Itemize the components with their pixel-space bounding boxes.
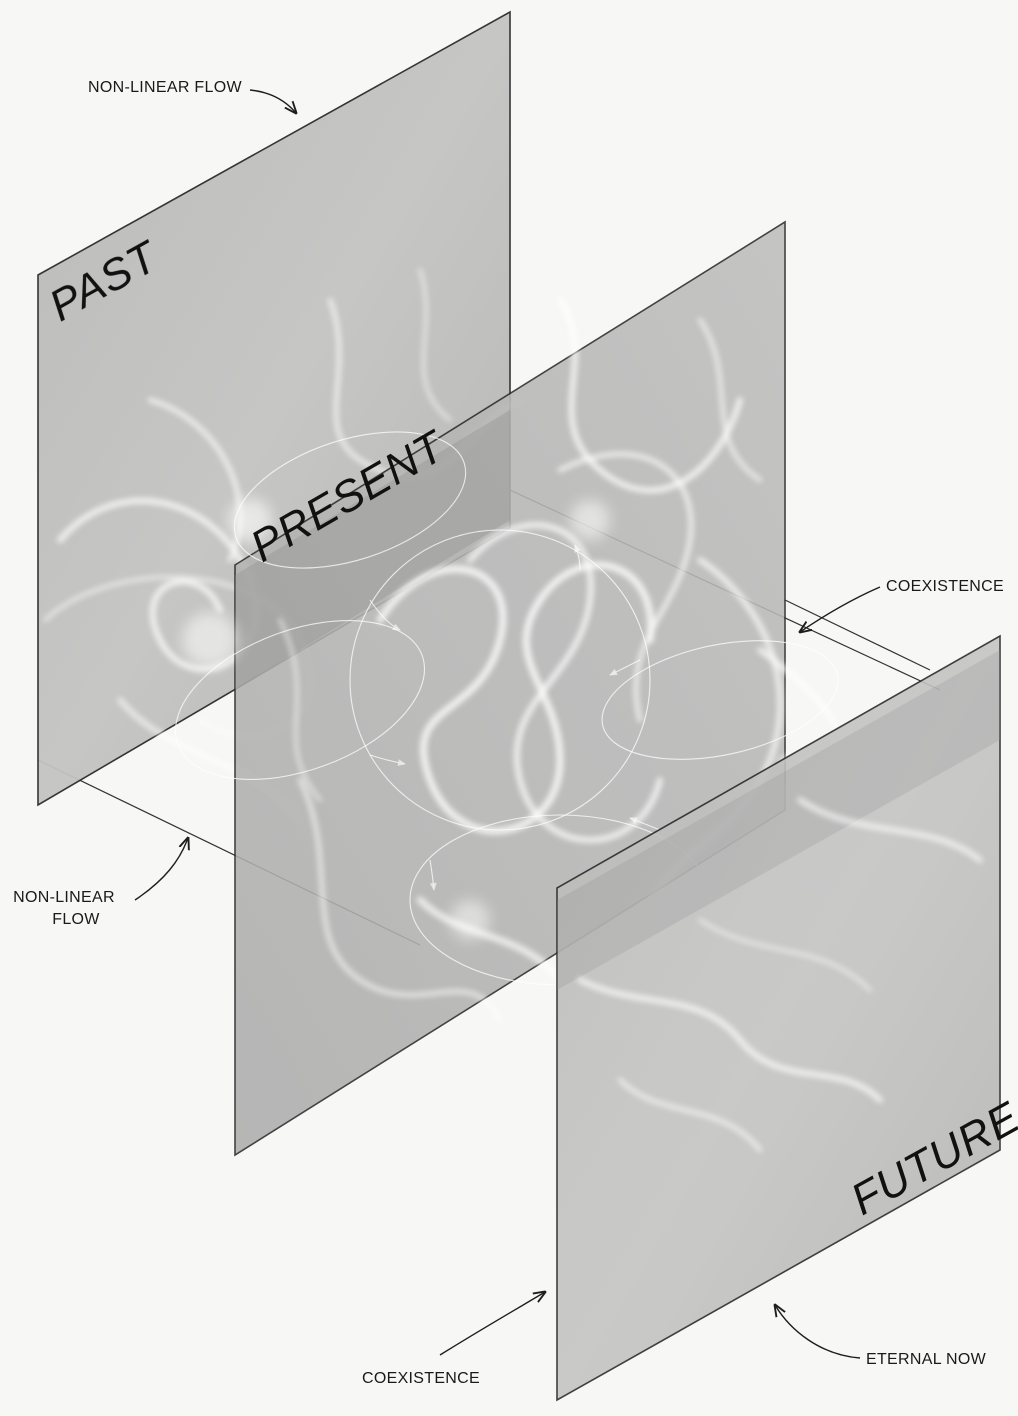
label-non-linear-flow-left-2: FLOW	[52, 911, 100, 928]
arrow-non-linear-flow-left	[135, 838, 188, 900]
arrow-coexistence-bottom	[440, 1292, 545, 1355]
arrow-coexistence-right	[800, 587, 880, 632]
label-non-linear-flow-top: NON-LINEAR FLOW	[88, 79, 242, 96]
label-coexistence-right: COEXISTENCE	[886, 578, 1004, 595]
arrow-non-linear-flow-top	[250, 90, 296, 113]
label-non-linear-flow-left-1: NON-LINEAR	[13, 889, 115, 906]
label-eternal-now: ETERNAL NOW	[866, 1351, 987, 1368]
arrow-eternal-now	[775, 1305, 860, 1358]
edge-right	[785, 600, 930, 670]
label-coexistence-bottom: COEXISTENCE	[362, 1370, 480, 1387]
